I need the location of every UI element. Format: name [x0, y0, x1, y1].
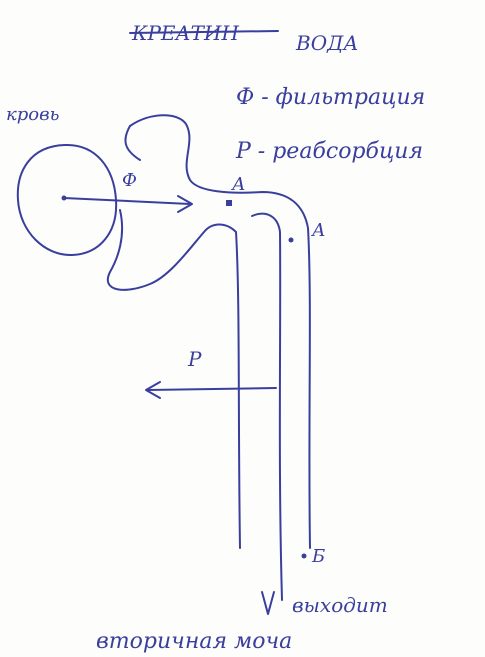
label-secondary-urine: вторичная моча [96, 629, 292, 654]
point-a-marker [226, 200, 232, 206]
label-point-b: Б [311, 546, 325, 567]
label-point-a-side: А [310, 220, 326, 241]
reabsorption-arrow-line [148, 388, 276, 390]
capsule-upper-wall [130, 115, 310, 548]
label-f-arrow: Ф [122, 170, 137, 191]
capsule-lower-wall [108, 210, 240, 548]
exit-arrowhead [262, 592, 274, 614]
label-reabsorption: Р - реабсорбция [235, 139, 423, 164]
arrow-origin-dot [62, 196, 67, 201]
label-r-arrow: Р [187, 347, 202, 371]
label-water: ВОДА [295, 31, 359, 55]
label-filtration: Ф - фильтрация [236, 85, 425, 110]
label-point-a-top: А [230, 174, 246, 195]
label-exits: выходит [292, 593, 388, 617]
label-blood: кровь [6, 104, 59, 125]
point-b-dot [302, 554, 307, 559]
tubule-inner-wall [252, 214, 282, 600]
capsule-left-lip [125, 126, 140, 160]
point-a-side-dot [289, 238, 294, 243]
filtration-arrow-line [64, 198, 190, 204]
